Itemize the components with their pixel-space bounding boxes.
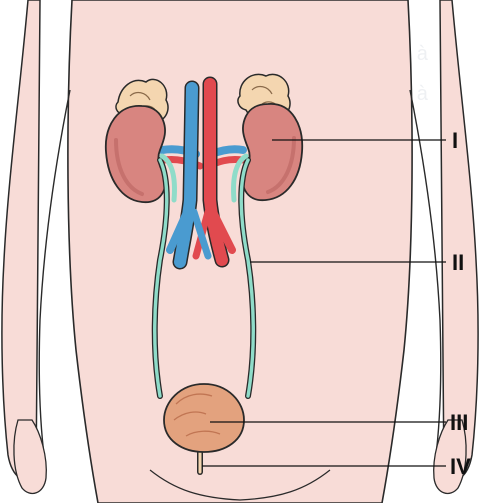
label-II: II [452, 250, 464, 275]
label-IV: IV [450, 454, 471, 479]
label-I: I [452, 128, 458, 153]
label-III: III [450, 410, 468, 435]
